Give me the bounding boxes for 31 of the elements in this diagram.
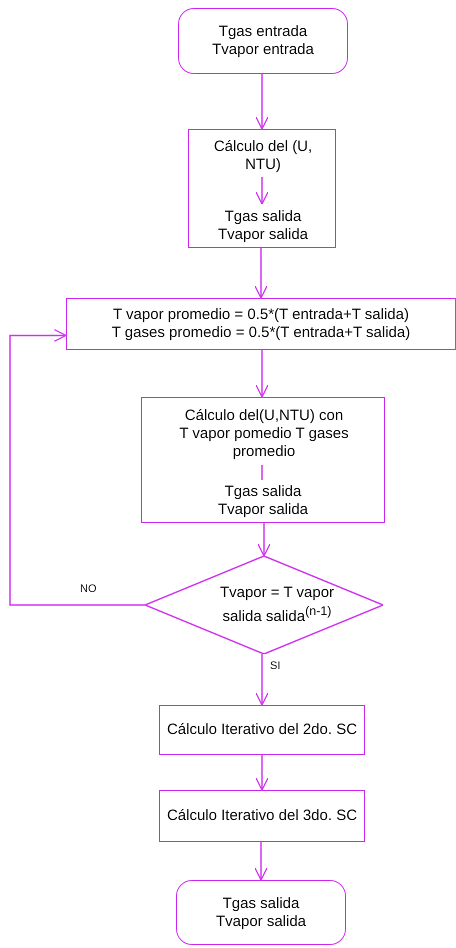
node-text: T gases promedio = 0.5*(T entrada+T salida) <box>112 324 410 342</box>
edge-label: NO <box>78 583 98 595</box>
decision-diamond <box>145 556 383 654</box>
node-text: Cálculo del (U, NTU) <box>213 138 313 174</box>
node-text: Tgas salida Tvapor salida <box>214 894 308 930</box>
arrow <box>255 350 269 398</box>
node-text: Cálculo Iterativo del 2do. SC <box>166 721 358 739</box>
node-text: Tgas salida Tvapor salida <box>216 208 310 244</box>
arrow <box>255 74 269 130</box>
node-text: Tgas entrada Tvapor entrada <box>211 23 315 59</box>
arrow <box>254 248 268 299</box>
arrow <box>257 523 271 557</box>
process-box <box>159 705 365 755</box>
terminal-box <box>178 8 348 74</box>
process-box <box>66 298 456 350</box>
node-text: T vapor promedio = 0.5*(T entrada+T salida) <box>112 306 409 324</box>
terminal-box <box>176 880 346 945</box>
arrow <box>255 654 269 706</box>
decision-text: Tvapor = T vapor salida salida$^{(n-1)}$ <box>218 584 336 626</box>
edge-label: SI <box>268 660 282 672</box>
node-text: Cálculo Iterativo del 3do. SC <box>166 807 358 825</box>
connector-line <box>261 465 263 480</box>
process-box <box>141 397 385 523</box>
process-box <box>188 129 336 248</box>
arrow <box>9 328 145 606</box>
arrow <box>255 177 269 205</box>
process-box <box>159 790 365 842</box>
arrow <box>254 842 268 881</box>
arrow <box>255 755 269 791</box>
node-text: Cálculo del(U,NTU) con T vapor pomedio T gases promedio <box>179 407 349 461</box>
node-text: Tgas salida Tvapor salida <box>216 483 310 519</box>
